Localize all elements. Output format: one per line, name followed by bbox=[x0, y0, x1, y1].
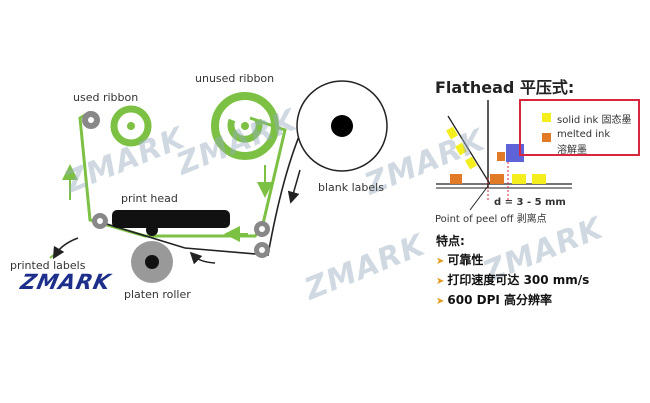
ink-melted-1 bbox=[450, 174, 462, 184]
feature-item: 打印速度可达 300 mm/s bbox=[436, 271, 589, 291]
distance-label: d = 3 - 5 mm bbox=[494, 197, 566, 208]
ink-solid-4 bbox=[512, 174, 526, 184]
print-head-bar bbox=[112, 210, 230, 228]
ink-solid-3 bbox=[465, 156, 477, 170]
ink-solid-1 bbox=[446, 126, 458, 140]
ink-melted-on-ribbon bbox=[497, 152, 505, 161]
label-blank-labels: blank labels bbox=[318, 181, 384, 194]
features-title: 特点: bbox=[436, 234, 465, 248]
legend-melted-ink-cn: 溶解墨 bbox=[557, 145, 587, 156]
ribbon-path bbox=[78, 110, 287, 238]
ink-melted-2 bbox=[490, 174, 504, 184]
unused-ribbon-inner bbox=[227, 118, 263, 143]
label-unused-ribbon: unused ribbon bbox=[195, 72, 275, 85]
used-ribbon-core bbox=[127, 122, 135, 130]
flathead-title: Flathead 平压式: bbox=[435, 78, 575, 97]
ink-solid-2 bbox=[455, 142, 467, 156]
label-platen-roller: platen roller bbox=[124, 288, 191, 301]
label-arrow-out bbox=[52, 237, 79, 260]
label-arrow-down bbox=[287, 169, 301, 204]
print-head-nub bbox=[146, 224, 158, 236]
blank-labels-core bbox=[331, 115, 353, 137]
legend-melted-ink-en: melted ink bbox=[557, 129, 611, 140]
unused-ribbon-roll bbox=[211, 92, 279, 160]
used-ribbon-roll bbox=[110, 105, 152, 147]
peel-pointer bbox=[469, 185, 489, 211]
peel-off-label: Point of peel off 剥离点 bbox=[435, 214, 547, 225]
platen-roller-core bbox=[145, 255, 159, 269]
ink-legend: solid ink 固态墨 melted ink 溶解墨 bbox=[519, 99, 640, 156]
label-printed-labels: printed labels bbox=[10, 259, 86, 272]
feature-item: 可靠性 bbox=[436, 251, 589, 271]
zmark-logo: ZMARK bbox=[18, 270, 114, 294]
ink-solid-5 bbox=[532, 174, 546, 184]
legend-solid-swatch bbox=[542, 113, 551, 122]
feature-item: 600 DPI 高分辨率 bbox=[436, 291, 589, 311]
legend-melted-swatch bbox=[542, 133, 551, 142]
label-used-ribbon: used ribbon bbox=[73, 91, 139, 104]
legend-solid-ink: solid ink 固态墨 bbox=[557, 115, 632, 126]
label-arrow-left bbox=[189, 251, 216, 265]
label-print-head: print head bbox=[121, 192, 178, 205]
ribbon-diagonal bbox=[447, 115, 491, 185]
features-block: 特点: 可靠性 打印速度可达 300 mm/s 600 DPI 高分辨率 bbox=[436, 232, 589, 311]
